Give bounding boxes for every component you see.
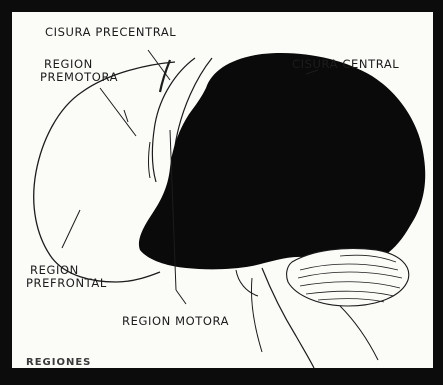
brainstem-inner (251, 278, 262, 352)
bottom-caption: REGIONES (26, 357, 91, 368)
label-region-premotora-2: PREMOTORA (40, 71, 118, 84)
shaded-posterior-region (139, 53, 425, 269)
cerebellum (287, 249, 409, 307)
label-region-prefrontal-2: PREFRONTAL (26, 277, 107, 290)
bottom-frame-strip (0, 368, 443, 385)
label-cisura-precentral: CISURA PRECENTRAL (45, 26, 176, 39)
label-region-motora: REGION MOTORA (122, 315, 229, 328)
brainstem-right (340, 306, 378, 360)
premotor-sulcus (149, 142, 151, 178)
label-cisura-central: CISURA CENTRAL (292, 58, 399, 71)
temporal-edge (236, 270, 258, 296)
